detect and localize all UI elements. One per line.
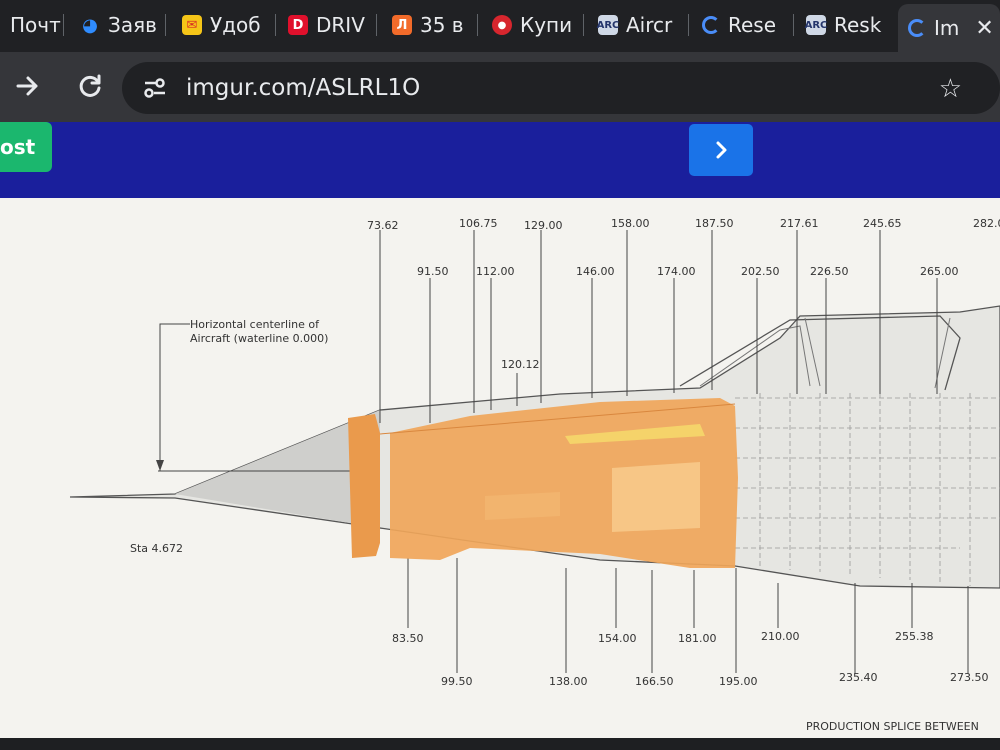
tab-separator bbox=[63, 14, 64, 36]
station-label: 181.00 bbox=[678, 632, 717, 645]
arc-logo-icon: ARC bbox=[597, 15, 619, 35]
station-label: 73.62 bbox=[367, 219, 399, 232]
imgur-page: ost bbox=[0, 122, 1000, 750]
tab-separator bbox=[477, 14, 478, 36]
water-drop-icon: ◕ bbox=[82, 14, 98, 36]
tab-separator bbox=[583, 14, 584, 36]
tab-separator bbox=[376, 14, 377, 36]
next-post-button[interactable] bbox=[689, 124, 753, 176]
station-label: 265.00 bbox=[920, 265, 959, 278]
station-label: 166.50 bbox=[635, 675, 674, 688]
url-input[interactable] bbox=[186, 75, 786, 101]
station-label: 255.38 bbox=[895, 630, 934, 643]
chevron-right-icon bbox=[716, 141, 727, 159]
tab-label: Im bbox=[934, 16, 960, 40]
shop-logo-icon: ● bbox=[492, 15, 512, 35]
tab-l[interactable]: Л 35 в bbox=[382, 6, 476, 44]
tab-separator bbox=[275, 14, 276, 36]
tab-strip: Почт ◕ Заяв ✉ Удоб D DRIV Л 35 в ● Купи … bbox=[0, 0, 1000, 52]
station-label: 99.50 bbox=[441, 675, 473, 688]
reload-button[interactable] bbox=[70, 66, 110, 106]
station-label: 195.00 bbox=[719, 675, 758, 688]
centerline-note: Aircraft (waterline 0.000) bbox=[190, 332, 328, 345]
tab-label: Почт bbox=[10, 13, 61, 37]
tab-aircraft[interactable]: ARC Aircr bbox=[588, 6, 686, 44]
station-label: 226.50 bbox=[810, 265, 849, 278]
station-label: 83.50 bbox=[392, 632, 424, 645]
station-label: 158.00 bbox=[611, 217, 650, 230]
aircraft-drawing-image: 73.62 106.75 129.00 158.00 187.50 217.61… bbox=[0, 198, 1000, 750]
reload-icon bbox=[79, 74, 101, 97]
letter-l-logo-icon: Л bbox=[392, 15, 412, 35]
tab-gosuslugi[interactable]: ◕ Заяв bbox=[70, 6, 164, 44]
station-label: 138.00 bbox=[549, 675, 588, 688]
station-label: 202.50 bbox=[741, 265, 780, 278]
station-label: 217.61 bbox=[780, 217, 819, 230]
tab-label: Удоб bbox=[210, 13, 261, 37]
station-label: 187.50 bbox=[695, 217, 734, 230]
bookmark-star-icon[interactable]: ☆ bbox=[938, 74, 962, 104]
station-label: 154.00 bbox=[598, 632, 637, 645]
station-label: 282.0 bbox=[973, 217, 1000, 230]
centerline-note: Horizontal centerline of bbox=[190, 318, 320, 331]
station-label: 106.75 bbox=[459, 217, 498, 230]
fuselage-station-diagram: 73.62 106.75 129.00 158.00 187.50 217.61… bbox=[0, 217, 1000, 750]
station-label: 91.50 bbox=[417, 265, 449, 278]
envelope-icon: ✉ bbox=[182, 15, 202, 35]
tab-label: Resk bbox=[834, 13, 882, 37]
arrow-right-icon bbox=[16, 76, 38, 96]
tab-label: DRIV bbox=[316, 13, 365, 37]
site-settings-icon[interactable] bbox=[142, 75, 168, 101]
tab-drive2[interactable]: D DRIV bbox=[278, 6, 374, 44]
tab-label: Купи bbox=[520, 13, 573, 37]
station-label: 146.00 bbox=[576, 265, 615, 278]
drive2-logo-icon: D bbox=[288, 15, 308, 35]
station-label: 120.12 bbox=[501, 358, 540, 371]
station-label: 174.00 bbox=[657, 265, 696, 278]
tab-separator bbox=[793, 14, 794, 36]
tab-resk[interactable]: ARC Resk bbox=[796, 6, 896, 44]
nose-station-label: Sta 4.672 bbox=[130, 542, 183, 555]
station-label: 210.00 bbox=[761, 630, 800, 643]
tab-separator bbox=[688, 14, 689, 36]
station-label: 129.00 bbox=[524, 219, 563, 232]
tab-mail[interactable]: Почт bbox=[0, 6, 62, 44]
imgur-header-banner: ost bbox=[0, 122, 1000, 198]
station-label: 245.65 bbox=[863, 217, 902, 230]
forward-button[interactable] bbox=[8, 66, 48, 106]
tab-label: Aircr bbox=[626, 13, 673, 37]
station-label: 273.50 bbox=[950, 671, 989, 684]
address-bar[interactable]: ☆ bbox=[122, 62, 1000, 114]
resin-cockpit-part bbox=[348, 398, 738, 568]
station-label: 112.00 bbox=[476, 265, 515, 278]
arc-logo-icon: ARC bbox=[805, 15, 827, 35]
station-label: 235.40 bbox=[839, 671, 878, 684]
new-post-button[interactable]: ost bbox=[0, 122, 52, 172]
close-tab-icon[interactable]: ✕ bbox=[975, 15, 994, 41]
loading-spinner-icon bbox=[702, 16, 720, 34]
tab-label: 35 в bbox=[420, 13, 464, 37]
tab-label: Rese bbox=[728, 13, 777, 37]
tab-rese[interactable]: Rese bbox=[692, 6, 792, 44]
tab-label: Заяв bbox=[108, 13, 157, 37]
browser-toolbar: ☆ bbox=[0, 52, 1000, 122]
tab-separator bbox=[165, 14, 166, 36]
tab-imgur-active[interactable]: Im ✕ bbox=[898, 4, 1000, 52]
production-splice-note: PRODUCTION SPLICE BETWEEN bbox=[806, 720, 979, 733]
tab-shop[interactable]: ● Купи bbox=[482, 6, 582, 44]
tab-envelope[interactable]: ✉ Удоб bbox=[172, 6, 274, 44]
loading-spinner-icon bbox=[908, 19, 926, 37]
